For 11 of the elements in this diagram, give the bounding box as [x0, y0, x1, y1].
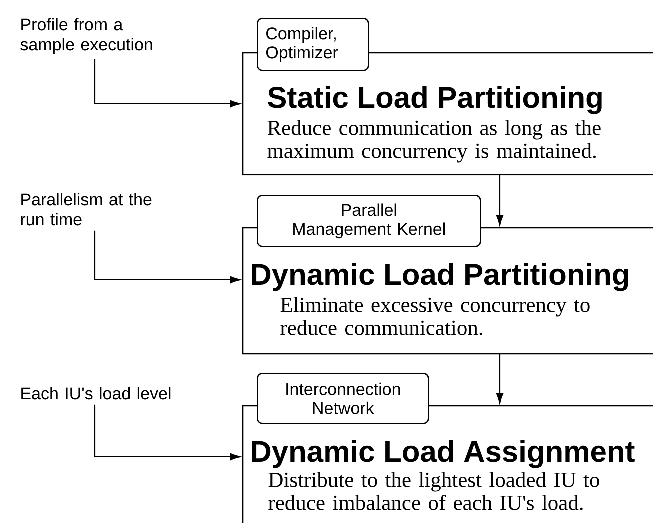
input-label: Each IU's load level: [22, 387, 171, 400]
input-label: Profile from a sample execution: [20, 18, 152, 54]
arrow: [496, 175, 504, 226]
tab-box: Compiler, Optimizer: [257, 18, 370, 72]
tab-box: Interconnection Network: [257, 373, 430, 424]
arrow: [94, 59, 241, 108]
arrow: [496, 354, 504, 404]
arrow: [94, 404, 241, 461]
arrow: [94, 230, 241, 284]
tab-box: Parallel Management Kernel: [257, 195, 482, 248]
input-label: Parallelism at the run time: [21, 193, 152, 226]
